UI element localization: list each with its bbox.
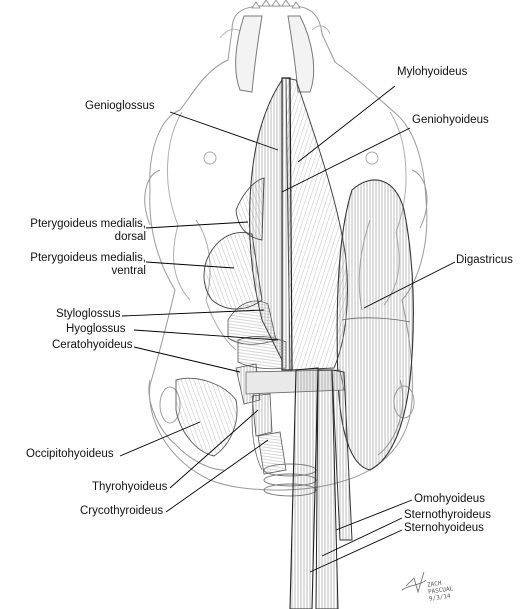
label-pterygoideus-ventral-line1: Pterygoideus medialis, <box>30 252 146 264</box>
geniohyoideus-muscle <box>281 77 293 371</box>
label-mylohyoideus: Mylohyoideus <box>397 66 468 78</box>
label-pterygoideus-medialis-ventral: Pterygoideus medialis, ventral <box>4 252 146 278</box>
crycothyroideus-muscle <box>257 431 287 475</box>
label-sternothyroideus: Sternothyroideus <box>404 509 491 521</box>
label-styloglossus: Styloglossus <box>56 308 121 320</box>
label-pterygoideus-dorsal-line1: Pterygoideus medialis, <box>30 218 146 230</box>
occipitohyoideus-muscle <box>175 377 238 457</box>
label-genioglossus: Genioglossus <box>85 100 155 112</box>
label-digastricus: Digastricus <box>456 254 513 266</box>
label-pterygoideus-ventral-line2: ventral <box>111 265 146 277</box>
label-hyoglossus: Hyoglossus <box>66 323 126 335</box>
label-sternohyoideus: Sternohyoideus <box>404 522 484 534</box>
label-geniohyoideus: Geniohyoideus <box>412 114 489 126</box>
label-thyrohyoideus: Thyrohyoideus <box>92 481 168 493</box>
sternothyroideus-muscle <box>315 369 339 609</box>
sternohyoideus-muscle <box>289 367 319 609</box>
thyrohyoideus-muscle <box>251 393 273 437</box>
hyoglossus-muscle <box>237 336 287 370</box>
incisors <box>251 0 301 9</box>
label-pterygoideus-medialis-dorsal: Pterygoideus medialis, dorsal <box>4 218 146 244</box>
pterygoideus-medialis-dorsal-muscle <box>235 177 265 241</box>
label-occipitohyoideus: Occipitohyoideus <box>26 448 114 460</box>
pterygoideus-medialis-ventral-muscle <box>203 232 263 310</box>
label-omohyoideus: Omohyoideus <box>414 493 485 505</box>
label-ceratohyoideus: Ceratohyoideus <box>52 339 133 351</box>
label-pterygoideus-dorsal-line2: dorsal <box>114 231 146 243</box>
leader-lines <box>119 85 456 573</box>
omohyoideus-muscle <box>331 369 353 541</box>
signature-mark <box>401 571 427 594</box>
label-crycothyroideus: Crycothyroideus <box>80 505 164 517</box>
artist-signature: ZACH PASCUAL 9/3/14 <box>427 578 455 603</box>
digastricus-muscle <box>336 179 414 471</box>
mandible <box>235 15 315 93</box>
